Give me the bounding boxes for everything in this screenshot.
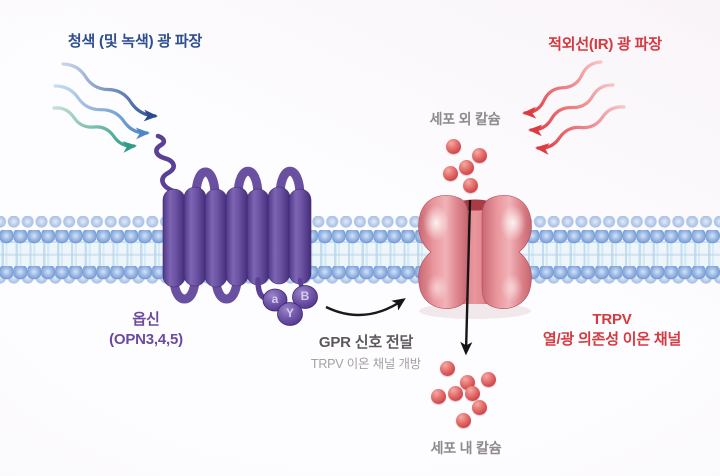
light-blue-wave-arrow bbox=[53, 84, 150, 140]
blue-wave-arrow bbox=[61, 62, 158, 122]
green-wave-arrow bbox=[52, 106, 137, 153]
g-protein-alpha-label: a bbox=[271, 292, 279, 306]
calcium-ion bbox=[430, 388, 446, 404]
g-protein-beta-label: B bbox=[300, 289, 310, 303]
calcium-ion bbox=[464, 385, 480, 401]
blue-green-light-arrows bbox=[52, 62, 158, 153]
intracellular-calcium-label: 세포 내 칼슘 bbox=[430, 440, 502, 456]
gpr-signal-arrow bbox=[325, 298, 406, 317]
calcium-ion bbox=[462, 177, 478, 193]
calcium-ion bbox=[480, 371, 496, 387]
g-protein-gamma-label: Y bbox=[285, 306, 294, 320]
infrared-light-label: 적외선(IR) 광 파장 bbox=[548, 36, 662, 53]
calcium-ion bbox=[471, 399, 487, 415]
trpv-label: TRPV 열/광 의존성 이온 채널 bbox=[534, 310, 690, 351]
blue-green-light-label: 청색 (및 녹색) 광 파장 bbox=[67, 33, 203, 50]
opsin-helices bbox=[162, 186, 312, 288]
gpr-signal-label-line2: TRPV 이온 채널 개방 bbox=[310, 357, 422, 372]
calcium-flow-arrow bbox=[460, 199, 473, 356]
gpr-signal-label-line1: GPR 신호 전달 bbox=[318, 334, 414, 351]
calcium-ion bbox=[471, 147, 487, 163]
g-protein-gamma-disc bbox=[277, 302, 303, 326]
ir-wave-arrow-2 bbox=[528, 83, 615, 137]
trpv-label-line2: 열/광 의존성 이온 채널 bbox=[542, 331, 682, 349]
infrared-light-arrows bbox=[522, 60, 626, 155]
calcium-ion bbox=[442, 165, 458, 181]
calcium-ion bbox=[439, 360, 455, 376]
opsin-label-line2: (OPN3,4,5) bbox=[109, 331, 183, 349]
extracellular-calcium-label: 세포 외 칼슘 bbox=[429, 111, 501, 127]
g-protein-beta-disc bbox=[292, 285, 318, 309]
calcium-ion bbox=[458, 159, 474, 175]
calcium-ion bbox=[445, 138, 461, 154]
opsin-label-line1: 옵신 bbox=[132, 311, 160, 328]
opsin-protein bbox=[154, 133, 318, 326]
opsin-n-terminus-squiggle bbox=[154, 133, 176, 194]
calcium-ion bbox=[447, 385, 463, 401]
gpr-signal-label: GPR 신호 전달 TRPV 이온 채널 개방 bbox=[298, 333, 434, 373]
trpv-label-line1: TRPV bbox=[592, 311, 632, 328]
g-protein-discs bbox=[262, 285, 318, 326]
ir-wave-arrow-1 bbox=[522, 60, 603, 119]
opsin-label: 옵신 (OPN3,4,5) bbox=[82, 310, 210, 351]
trpv-channel bbox=[418, 195, 532, 319]
calcium-ion bbox=[455, 412, 471, 428]
ir-wave-arrow-3 bbox=[535, 105, 626, 155]
